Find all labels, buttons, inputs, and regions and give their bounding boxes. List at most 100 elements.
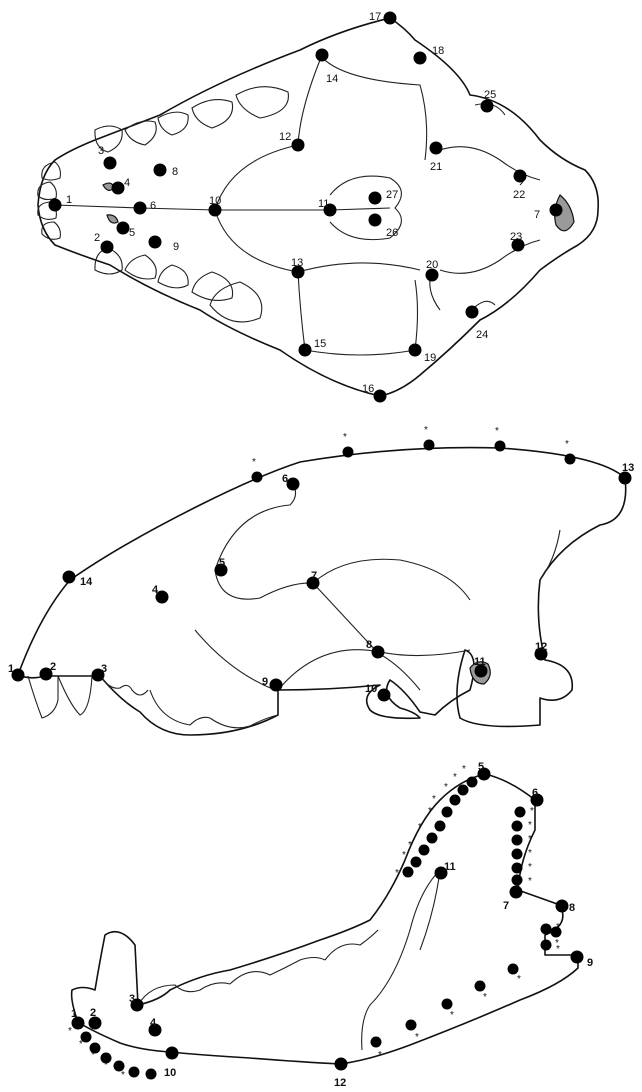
- lateral-semilandmark-3: [423, 439, 435, 451]
- ventral-landmark-19-dot: [408, 343, 422, 357]
- ventral-landmark-17-label: 17: [369, 11, 381, 23]
- ventral-landmark-1-label: 1: [66, 194, 72, 206]
- mandible-semilandmark-star: *: [395, 868, 399, 879]
- mandible-landmark-7-label: 7: [503, 900, 509, 912]
- ventral-landmark-3-dot: [103, 156, 117, 170]
- lateral-landmark-1-label: 1: [8, 663, 14, 675]
- mandible-semilandmark-10: [514, 806, 526, 818]
- mandible-semilandmark-star: *: [528, 834, 532, 845]
- mandible-landmark-8-label: 8: [569, 902, 575, 914]
- mandible-semilandmark-24: [80, 1031, 92, 1043]
- lateral-landmark-11-dot: [474, 664, 488, 678]
- ventral-landmark-5-label: 5: [129, 227, 135, 239]
- ventral-landmark-19-label: 19: [424, 352, 436, 364]
- mandible-landmark-7-dot: [509, 885, 523, 899]
- ventral-landmark-26-label: 26: [386, 227, 398, 239]
- lateral-landmark-2-label: 2: [50, 661, 56, 673]
- lateral-landmark-10-dot: [377, 688, 391, 702]
- lateral-semilandmark-2: [342, 446, 354, 458]
- lateral-landmark-12-dot: [534, 647, 548, 661]
- mandible-semilandmark-4: [441, 806, 453, 818]
- mandible-semilandmark-star: *: [453, 772, 457, 783]
- lateral-landmark-3-dot: [91, 668, 105, 682]
- mandible-semilandmark-28: [128, 1066, 140, 1078]
- ventral-landmark-16-dot: [373, 389, 387, 403]
- mandible-semilandmark-star: *: [528, 862, 532, 873]
- mandible-semilandmark-star: *: [428, 806, 432, 817]
- mandible-semilandmark-star: *: [432, 794, 436, 805]
- ventral-landmark-10-label: 10: [209, 195, 221, 207]
- mandible-semilandmark-8: [410, 856, 422, 868]
- ventral-landmark-26-dot: [368, 213, 382, 227]
- ventral-landmark-17-dot: [383, 11, 397, 25]
- mandible-landmark-9-dot: [570, 950, 584, 964]
- mandible-landmark-3-dot: [130, 998, 144, 1012]
- ventral-landmark-8-label: 8: [172, 166, 178, 178]
- mandible-semilandmark-star: *: [528, 820, 532, 831]
- mandible-landmark-3-label: 3: [129, 993, 135, 1005]
- mandible-semilandmark-7: [418, 844, 430, 856]
- mandible-semilandmark-star: *: [121, 1070, 125, 1081]
- ventral-landmark-18-label: 18: [432, 45, 444, 57]
- lateral-landmark-5-label: 5: [219, 557, 225, 569]
- lateral-semilandmark-star: *: [424, 425, 428, 436]
- mandible-semilandmark-star: *: [378, 1050, 382, 1061]
- ventral-landmark-15-dot: [298, 343, 312, 357]
- mandible-semilandmark-star: *: [418, 822, 422, 833]
- mandible-semilandmark-star: *: [517, 974, 521, 985]
- ventral-landmark-22-label: 22: [513, 189, 525, 201]
- mandible-semilandmark-19: [507, 963, 519, 975]
- mandible-landmark-12-dot: [334, 1057, 348, 1071]
- mandible-landmark-4-dot: [148, 1023, 162, 1037]
- ventral-landmark-24-dot: [465, 305, 479, 319]
- mandible-semilandmark-star: *: [444, 782, 448, 793]
- mandible-landmark-8-dot: [555, 899, 569, 913]
- mandible-semilandmark-star: *: [79, 1039, 83, 1050]
- mandible-semilandmark-5: [434, 820, 446, 832]
- ventral-skull-outline: [37, 17, 600, 397]
- lateral-landmark-14-dot: [62, 570, 76, 584]
- lateral-landmark-13-label: 13: [622, 462, 634, 474]
- lateral-landmark-3-label: 3: [101, 663, 107, 675]
- lateral-landmark-2-dot: [39, 667, 53, 681]
- ventral-landmark-1-dot: [48, 198, 62, 212]
- mandible-outline: [70, 773, 579, 1065]
- ventral-landmark-13-dot: [291, 265, 305, 279]
- lateral-landmark-7-label: 7: [311, 570, 317, 582]
- ventral-landmark-24-label: 24: [476, 329, 488, 341]
- ventral-landmark-20-label: 20: [426, 259, 438, 271]
- ventral-landmark-8-dot: [153, 163, 167, 177]
- ventral-landmark-4-dot: [111, 181, 125, 195]
- ventral-landmark-20-dot: [425, 268, 439, 282]
- lateral-semilandmark-1: [251, 471, 263, 483]
- mandible-semilandmark-20: [474, 980, 486, 992]
- mandible-semilandmark-22: [405, 1019, 417, 1031]
- mandible-semilandmark-12: [511, 834, 523, 846]
- ventral-landmark-6-label: 6: [150, 200, 156, 212]
- lateral-landmark-11-label: 11: [474, 656, 486, 668]
- lateral-landmark-7-dot: [306, 576, 320, 590]
- lateral-landmark-4-label: 4: [152, 584, 159, 596]
- mandible-semilandmark-star: *: [462, 764, 466, 775]
- mandible-landmark-6-dot: [530, 793, 544, 807]
- lateral-landmark-8-dot: [371, 645, 385, 659]
- lateral-landmark-5-dot: [214, 563, 228, 577]
- mandible-semilandmark-29: [145, 1068, 157, 1080]
- ventral-landmark-27-label: 27: [386, 189, 398, 201]
- mandible-semilandmark-star: *: [402, 850, 406, 861]
- ventral-landmark-2-label: 2: [94, 232, 100, 244]
- lateral-landmark-9-dot: [269, 678, 283, 692]
- ventral-landmark-9-label: 9: [173, 241, 179, 253]
- mandible-semilandmark-15: [511, 874, 523, 886]
- lateral-semilandmark-4: [494, 440, 506, 452]
- ventral-landmark-21-dot: [429, 141, 443, 155]
- ventral-landmark-22-dot: [513, 169, 527, 183]
- ventral-landmark-6-dot: [133, 201, 147, 215]
- mandible-landmark-1-dot: [71, 1016, 85, 1030]
- lateral-landmark-10-label: 10: [365, 683, 377, 695]
- mandible-landmark-10-dot: [165, 1046, 179, 1060]
- mandible-landmark-4-label: 4: [150, 1017, 157, 1029]
